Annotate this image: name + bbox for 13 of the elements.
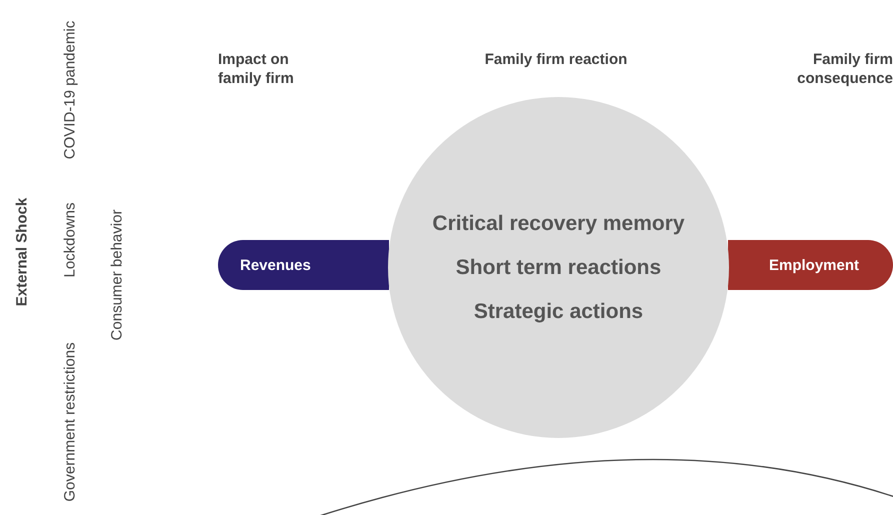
column-heading: Impact on family firm bbox=[218, 50, 295, 88]
column-heading: Family firm consequence bbox=[796, 50, 893, 88]
circle-text: Short term reactions bbox=[456, 256, 662, 280]
employment-bar: Employment bbox=[728, 240, 893, 290]
shock-factor: COVID-19 pandemic bbox=[62, 20, 78, 160]
revenues-bar: Revenues bbox=[218, 240, 389, 290]
circle-text: Strategic actions bbox=[474, 300, 644, 324]
shock-heading: External Shock bbox=[14, 198, 30, 306]
circle-text: Critical recovery memory bbox=[432, 212, 685, 236]
shock-factor: Government restrictions bbox=[62, 342, 78, 502]
column-heading: Family firm reaction bbox=[484, 50, 628, 69]
shock-factor: Consumer behavior bbox=[108, 210, 126, 340]
shock-factor: Lockdowns bbox=[62, 202, 78, 278]
